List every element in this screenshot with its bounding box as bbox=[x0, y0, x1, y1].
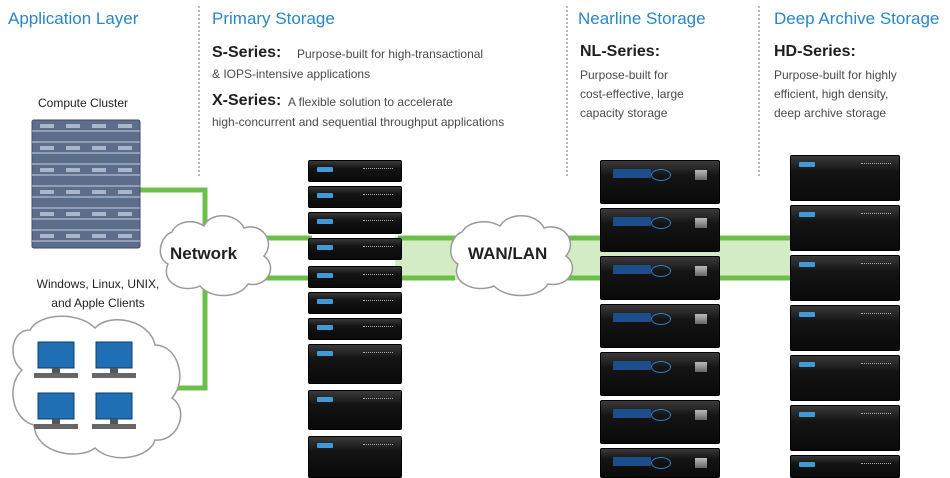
archive-node bbox=[790, 305, 900, 351]
nearline-logo-icon bbox=[651, 217, 671, 229]
s-series-desc-line-1: Purpose-built for high-transactional bbox=[297, 47, 484, 61]
nearline-storage-rack bbox=[600, 160, 720, 478]
nearline-logo-icon bbox=[651, 313, 671, 325]
storage-node bbox=[308, 238, 402, 260]
nl-series-desc-line-1: Purpose-built for bbox=[580, 68, 669, 82]
deep-archive-storage-rack bbox=[790, 155, 900, 478]
client-monitor-icon bbox=[34, 341, 78, 378]
nearline-node bbox=[600, 448, 720, 478]
s-series-desc-line-2: & IOPS-intensive applications bbox=[212, 67, 371, 81]
clients-label-line-2: and Apple Clients bbox=[51, 296, 145, 310]
primary-storage-rack bbox=[308, 160, 402, 478]
wan-lan-cloud bbox=[450, 215, 574, 297]
network-label: Network bbox=[170, 244, 238, 263]
nearline-logo-icon bbox=[651, 361, 671, 373]
compute-cluster-server-stack bbox=[31, 119, 141, 249]
clients-cloud bbox=[12, 315, 182, 459]
deep-archive-storage-title: Deep Archive Storage bbox=[774, 9, 940, 28]
x-series-name: X-Series: bbox=[212, 92, 282, 109]
nl-series-desc-line-2: cost-effective, large bbox=[580, 87, 684, 101]
client-monitor-icon bbox=[92, 341, 136, 378]
storage-node bbox=[308, 212, 402, 234]
archive-node bbox=[790, 205, 900, 251]
nearline-node bbox=[600, 208, 720, 252]
s-series-name: S-Series: bbox=[212, 44, 282, 61]
storage-node bbox=[308, 160, 402, 182]
wan-lan-label: WAN/LAN bbox=[468, 244, 548, 263]
compute-cluster-label: Compute Cluster bbox=[38, 96, 129, 110]
storage-node bbox=[308, 436, 402, 478]
nearline-node bbox=[600, 352, 720, 396]
hd-series-desc-line-3: deep archive storage bbox=[774, 106, 887, 120]
archive-node bbox=[790, 155, 900, 201]
x-series-desc-line-2: high-concurrent and sequential throughpu… bbox=[212, 115, 505, 129]
archive-node bbox=[790, 355, 900, 401]
nearline-logo-icon bbox=[651, 169, 671, 181]
hd-series-name: HD-Series: bbox=[774, 43, 856, 60]
storage-node bbox=[308, 186, 402, 208]
nearline-logo-icon bbox=[651, 457, 671, 469]
storage-node bbox=[308, 390, 402, 430]
archive-node bbox=[790, 255, 900, 301]
nl-series-name: NL-Series: bbox=[580, 43, 661, 60]
hd-series-desc-line-1: Purpose-built for highly bbox=[774, 68, 897, 82]
storage-node bbox=[308, 292, 402, 314]
client-monitor-icon bbox=[92, 392, 136, 429]
nearline-node bbox=[600, 160, 720, 204]
nearline-node bbox=[600, 256, 720, 300]
primary-storage-title: Primary Storage bbox=[212, 9, 335, 28]
storage-node bbox=[308, 266, 402, 288]
hd-series-desc-line-2: efficient, high density, bbox=[774, 87, 889, 101]
client-computers bbox=[34, 341, 136, 429]
nearline-node bbox=[600, 400, 720, 444]
nearline-node bbox=[600, 304, 720, 348]
nearline-logo-icon bbox=[651, 265, 671, 277]
nearline-storage-title: Nearline Storage bbox=[578, 9, 706, 28]
nearline-logo-icon bbox=[651, 409, 671, 421]
divider-primary-nearline bbox=[566, 6, 568, 176]
archive-node bbox=[790, 455, 900, 478]
x-series-desc-line-1: A flexible solution to accelerate bbox=[288, 95, 453, 109]
archive-node bbox=[790, 405, 900, 451]
clients-label-line-1: Windows, Linux, UNIX, bbox=[36, 277, 160, 291]
divider-app-primary bbox=[198, 6, 200, 176]
application-layer-title: Application Layer bbox=[8, 9, 139, 28]
storage-node bbox=[308, 344, 402, 384]
storage-node bbox=[308, 318, 402, 340]
network-cloud bbox=[159, 215, 272, 297]
client-monitor-icon bbox=[34, 392, 78, 429]
divider-nearline-archive bbox=[758, 6, 760, 176]
nl-series-desc-line-3: capacity storage bbox=[580, 106, 668, 120]
link-cluster-network bbox=[140, 187, 208, 226]
